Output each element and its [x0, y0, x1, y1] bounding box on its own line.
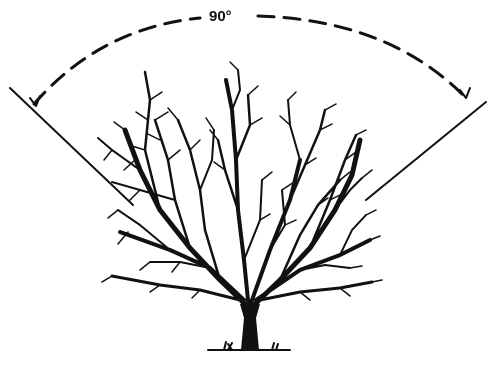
- right-angle-line: [365, 101, 487, 201]
- left-angle-line: [9, 87, 134, 206]
- arc-tick-right: [459, 87, 471, 99]
- angle-arc: [32, 14, 468, 106]
- arc-tick-left: [29, 95, 41, 107]
- tree-icon: [97, 61, 383, 351]
- angle-label: 90°: [209, 8, 232, 25]
